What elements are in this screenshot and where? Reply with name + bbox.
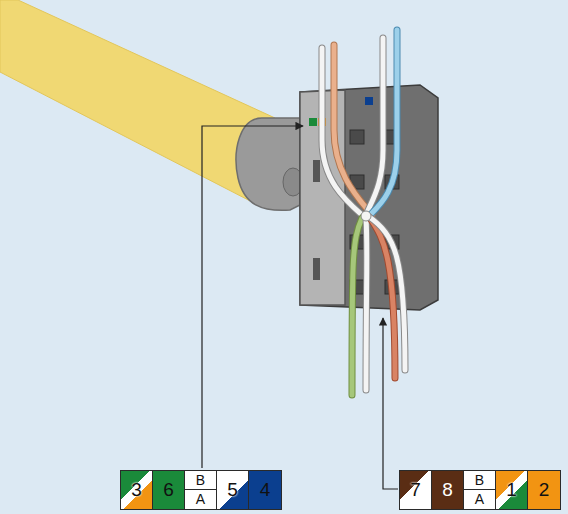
standard-letter: A [185,490,216,509]
pin-number: 2 [539,479,550,501]
standard-letter: A [464,490,495,509]
pin-number: 3 [131,479,142,501]
pin-cell: 6 [153,471,185,509]
pin-number: 4 [260,479,271,501]
cable [0,0,275,205]
cable-boot [236,118,300,210]
pin-cell: 4 [249,471,281,509]
leader-line [202,126,303,468]
pin-number: 7 [410,479,421,501]
color-code-strip: 78BA12 [399,470,561,510]
pin-number: 6 [163,479,174,501]
ab-cell: BA [464,471,496,509]
standard-letter: B [464,471,495,490]
pin-cell: 2 [528,471,560,509]
ab-cell: BA [185,471,217,509]
pin-cell: 8 [432,471,464,509]
pin-cell: 7 [400,471,432,509]
pin-cell: 1 [496,471,528,509]
wires [322,30,405,395]
color-code-strip: 36BA54 [120,470,282,510]
pin-number: 5 [227,479,238,501]
pin-number: 1 [506,479,517,501]
leader-line [383,318,398,489]
standard-letter: B [185,471,216,490]
pin-number: 8 [442,479,453,501]
pin-cell: 5 [217,471,249,509]
pin-cell: 3 [121,471,153,509]
